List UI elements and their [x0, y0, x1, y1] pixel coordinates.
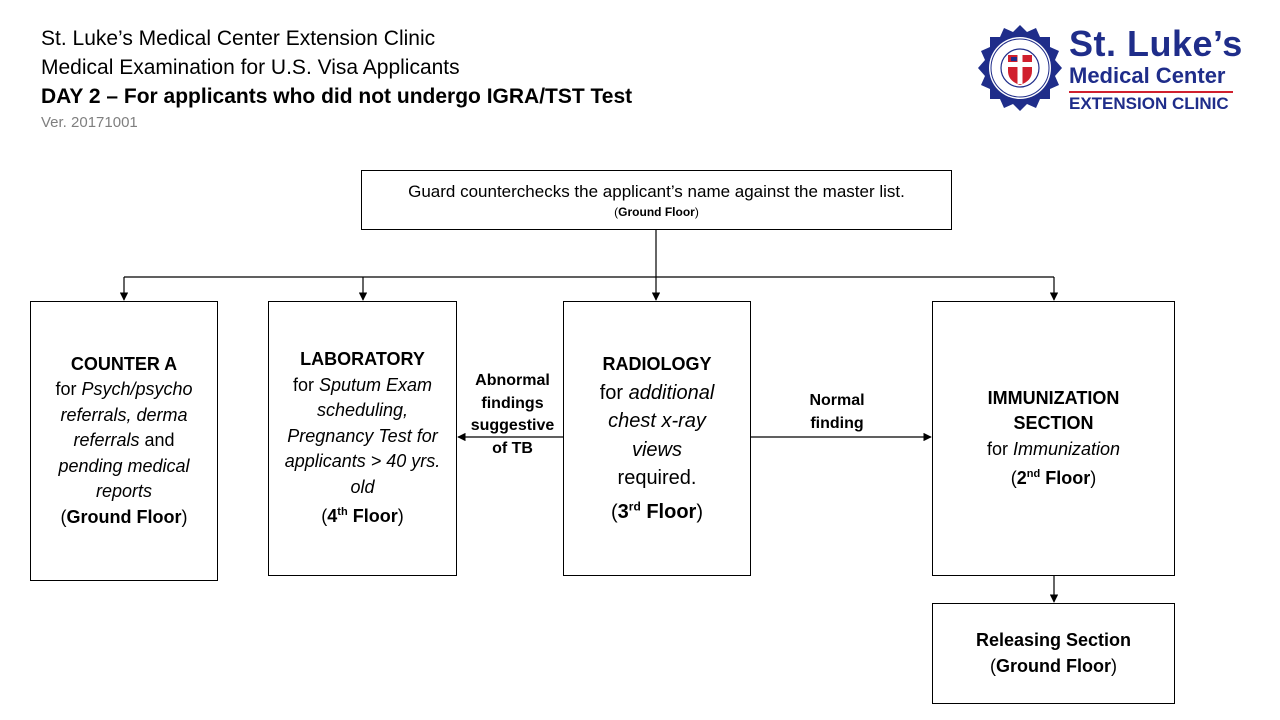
releasing-floor: Ground Floor [996, 655, 1111, 676]
counter-a-for: for [55, 379, 77, 400]
radiology-floor-word: Floor [646, 501, 697, 524]
counter-a-box: COUNTER A for Psych/psycho referrals, de… [30, 301, 218, 581]
laboratory-floor-number: 4 [327, 506, 338, 527]
laboratory-services: Sputum Exam scheduling, Pregnancy Test f… [284, 374, 441, 497]
immunization-title: IMMUNIZATION SECTION [987, 387, 1120, 434]
immunization-floor-number: 2 [1016, 468, 1027, 488]
immunization-for: for [986, 438, 1008, 459]
counter-a-referrals: Psych/psycho referrals, derma referrals [60, 379, 193, 451]
logo-name-line3: EXTENSION CLINIC [1069, 94, 1229, 113]
radiology-floor-suffix: rd [628, 499, 641, 514]
laboratory-for: for [292, 374, 314, 395]
guard-floor: Ground Floor [618, 204, 695, 219]
logo-name-line1: St. Luke’s [1069, 23, 1243, 64]
radiology-floor-number: 3 [617, 501, 629, 524]
radiology-views: additional chest x-ray views [608, 381, 715, 461]
radiology-title: RADIOLOGY [602, 354, 712, 375]
laboratory-title: LABORATORY [300, 349, 425, 370]
abnormal-findings-label: Abnormal findings suggestive of TB [470, 372, 555, 457]
logo-name-line2: Medical Center [1069, 63, 1226, 88]
immunization-purpose: Immunization [1012, 438, 1121, 459]
guard-check-box: Guard counterchecks the applicant’s name… [361, 170, 952, 230]
header-exam-title: Medical Examination for U.S. Visa Applic… [41, 56, 460, 79]
radiology-required: required. [617, 467, 697, 490]
version-label: Ver. 20171001 [41, 114, 138, 131]
header-clinic-name: St. Luke’s Medical Center Extension Clin… [41, 27, 436, 50]
logo-divider [1069, 91, 1233, 93]
header-day-title: DAY 2 – For applicants who did not under… [41, 85, 633, 108]
st-lukes-logo [978, 25, 1062, 111]
releasing-box: Releasing Section (Ground Floor) [932, 603, 1175, 704]
counter-a-title: COUNTER A [70, 353, 178, 374]
immunization-floor-suffix: nd [1026, 468, 1041, 480]
radiology-box: RADIOLOGY for additional chest x-ray vie… [563, 301, 751, 576]
immunization-box: IMMUNIZATION SECTION for Immunization (2… [932, 301, 1175, 576]
normal-finding-label: Normal finding [809, 392, 865, 432]
seal-icon [978, 25, 1062, 111]
laboratory-floor-word: Floor [352, 506, 398, 527]
counter-a-floor: Ground Floor [66, 506, 182, 527]
releasing-title: Releasing Section [975, 630, 1132, 650]
laboratory-box: LABORATORY for Sputum Exam scheduling, P… [268, 301, 457, 576]
counter-a-pending: pending medical reports [58, 455, 190, 502]
laboratory-floor-suffix: th [337, 506, 348, 519]
guard-check-text: Guard counterchecks the applicant’s name… [408, 181, 905, 201]
immunization-floor-word: Floor [1045, 468, 1091, 488]
counter-a-and: and [144, 430, 175, 451]
radiology-for: for [599, 381, 624, 404]
